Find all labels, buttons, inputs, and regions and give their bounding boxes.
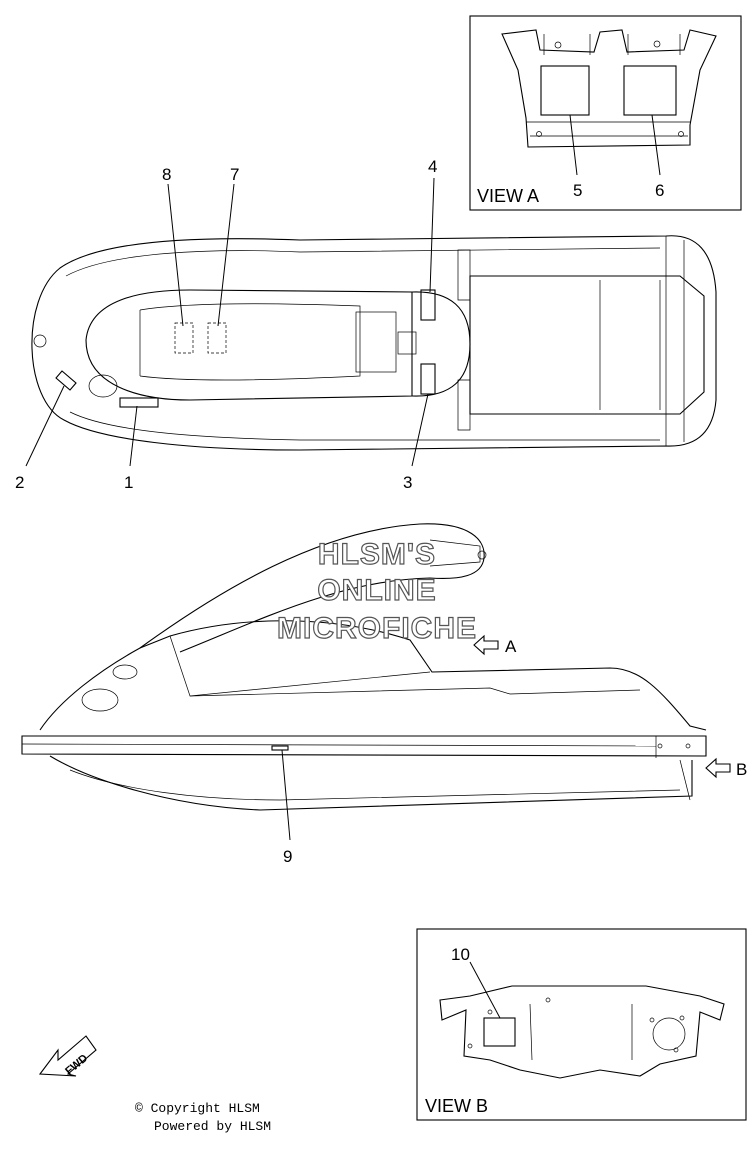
fwd-arrow-icon: FWD [38, 1035, 97, 1078]
label-1-decal [119, 397, 159, 408]
label-7-decal [207, 322, 227, 354]
view-a-panel: 5 6 VIEW A [469, 15, 742, 211]
label-9-decal [271, 745, 289, 751]
callout-8: 8 [162, 165, 171, 184]
view-b-arrow-icon [705, 757, 731, 779]
label-2-decal [55, 370, 77, 391]
watermark-line-1: HLSM'S [318, 538, 436, 571]
callout-6: 6 [655, 181, 664, 200]
view-b-label: VIEW B [425, 1096, 488, 1116]
hull-side-view: 9 A B [21, 523, 747, 866]
view-a-arrow-icon [473, 634, 499, 656]
callout-4: 4 [428, 157, 437, 176]
view-b-arrow-label: B [736, 760, 747, 779]
powered-by-text: Powered by HLSM [154, 1119, 272, 1134]
label-5-decal [540, 65, 590, 116]
watermark: HLSM'S ONLINE MICROFICHE [276, 537, 477, 645]
hull-top-view: 8 7 4 3 1 2 [15, 157, 717, 492]
callout-9: 9 [283, 847, 292, 866]
fwd-label: FWD [63, 1052, 90, 1077]
label-4-decal [420, 289, 436, 321]
label-8-decal [174, 322, 194, 354]
label-3-decal [420, 363, 436, 395]
callout-2: 2 [15, 473, 24, 492]
view-a-arrow-label: A [505, 637, 517, 656]
view-a-label: VIEW A [477, 186, 539, 206]
callout-1: 1 [124, 473, 133, 492]
callout-10: 10 [451, 945, 470, 964]
callout-3: 3 [403, 473, 412, 492]
watermark-line-3: MICROFICHE [277, 612, 477, 645]
callout-7: 7 [230, 165, 239, 184]
watermark-line-2: ONLINE [317, 574, 436, 607]
view-b-panel: 10 VIEW B [416, 928, 747, 1121]
copyright-text: © Copyright HLSM [135, 1101, 260, 1116]
callout-5: 5 [573, 181, 582, 200]
label-10-decal [483, 1017, 516, 1047]
label-6-decal [623, 65, 677, 116]
